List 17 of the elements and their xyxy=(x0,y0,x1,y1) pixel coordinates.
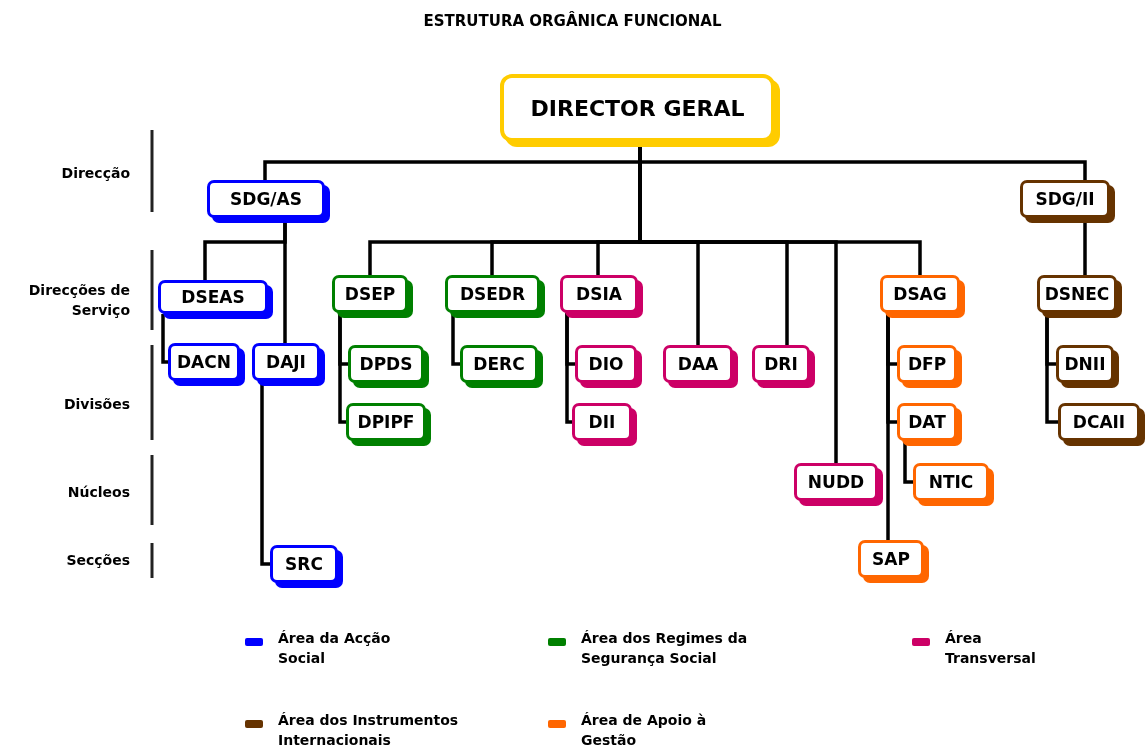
level-label: Secções xyxy=(65,551,130,570)
connector-line xyxy=(338,313,346,424)
legend-text: Área dos Instrumentos Internacionais xyxy=(278,711,460,749)
level-label: Direcção xyxy=(60,164,130,183)
level-label: Direcções de Serviço xyxy=(27,281,130,320)
legend-text: Área da Acção Social xyxy=(278,629,392,668)
connector-line xyxy=(886,313,890,540)
connector-line xyxy=(565,313,572,424)
title: ESTRUTURA ORGÂNICA FUNCIONAL xyxy=(422,12,723,30)
connector-line xyxy=(903,441,913,484)
connector-line xyxy=(451,313,460,366)
level-label: Núcleos xyxy=(66,483,130,502)
legend-text: Área dos Regimes da Segurança Social xyxy=(581,629,749,668)
legend-text: Área Transversal xyxy=(945,629,1037,668)
level-label: Divisões xyxy=(62,395,130,414)
legend-text: Área de Apoio à Gestão xyxy=(581,711,708,749)
connector-line xyxy=(161,314,168,364)
